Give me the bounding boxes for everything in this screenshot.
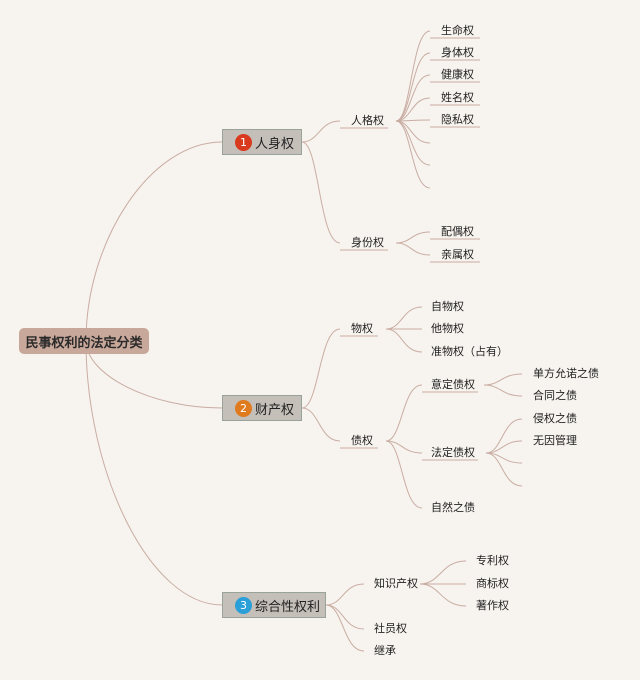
node-claim-rights[interactable]: 债权 bbox=[351, 434, 373, 447]
node-real-rights[interactable]: 物权 bbox=[351, 322, 373, 335]
connector-personality-child bbox=[395, 74, 431, 122]
connector-personality-child bbox=[395, 52, 431, 122]
connector-personality-child bbox=[395, 97, 431, 122]
node-membership-right[interactable]: 社员权 bbox=[374, 622, 407, 635]
number-badge-2: 2 bbox=[235, 399, 252, 417]
connector-to-real bbox=[301, 328, 341, 409]
node-right-to-body[interactable]: 身体权 bbox=[441, 46, 474, 59]
connector-root-to-personal bbox=[85, 141, 223, 342]
node-inheritance[interactable]: 继承 bbox=[374, 644, 396, 657]
category-personal-rights[interactable]: 1 人身权 bbox=[222, 129, 302, 155]
node-limited-real-rights[interactable]: 他物权 bbox=[431, 322, 464, 335]
connector-ip-child bbox=[419, 583, 467, 607]
connector-to-inheritance bbox=[325, 604, 365, 652]
connector-root-to-composite bbox=[85, 340, 223, 606]
node-right-to-name[interactable]: 姓名权 bbox=[441, 91, 474, 104]
category-label: 财产权 bbox=[255, 402, 295, 418]
node-copyright[interactable]: 著作权 bbox=[476, 599, 509, 612]
connector-to-agreed bbox=[385, 384, 423, 442]
category-label: 人身权 bbox=[255, 136, 295, 152]
node-natural-obligation[interactable]: 自然之债 bbox=[431, 501, 475, 514]
category-property-rights[interactable]: 2 财产权 bbox=[222, 395, 302, 421]
connector-personality-child bbox=[395, 30, 431, 122]
category-label: 综合性权利 bbox=[255, 599, 321, 615]
connector-to-claim bbox=[301, 407, 341, 442]
node-tort-claim[interactable]: 侵权之债 bbox=[533, 412, 577, 425]
connector-statutory-child bbox=[485, 440, 523, 454]
connector-agreed-child bbox=[483, 373, 523, 386]
node-right-to-privacy[interactable]: 隐私权 bbox=[441, 113, 474, 126]
connector-real-child bbox=[385, 306, 423, 330]
node-spousal-right[interactable]: 配偶权 bbox=[441, 225, 474, 238]
connector-to-natural bbox=[385, 440, 423, 509]
category-composite-rights[interactable]: 3 综合性权利 bbox=[222, 592, 326, 618]
node-patent-right[interactable]: 专利权 bbox=[476, 554, 509, 567]
node-trademark-right[interactable]: 商标权 bbox=[476, 577, 509, 590]
connector-to-membership bbox=[325, 604, 365, 630]
connector-real-child bbox=[385, 328, 423, 353]
number-badge-3: 3 bbox=[235, 596, 252, 614]
connector-to-statutory bbox=[385, 440, 423, 454]
connector-to-personality bbox=[301, 120, 341, 143]
node-unilateral-promise[interactable]: 单方允诺之债 bbox=[533, 367, 599, 380]
node-ownership[interactable]: 自物权 bbox=[431, 300, 464, 313]
connector-statutory-child bbox=[485, 418, 523, 454]
connector-identity-child bbox=[395, 242, 431, 256]
node-contract-claim[interactable]: 合同之债 bbox=[533, 389, 577, 402]
node-quasi-real-rights[interactable]: 准物权（占有） bbox=[431, 345, 508, 358]
connector-statutory-child bbox=[485, 452, 523, 487]
connector-to-identity bbox=[301, 141, 341, 244]
node-statutory-claims[interactable]: 法定债权 bbox=[431, 446, 475, 459]
node-intellectual-property[interactable]: 知识产权 bbox=[374, 577, 418, 590]
connector-to-ip bbox=[325, 583, 365, 606]
connector-ip-child bbox=[419, 560, 467, 585]
node-right-to-health[interactable]: 健康权 bbox=[441, 68, 474, 81]
node-right-to-life[interactable]: 生命权 bbox=[441, 24, 474, 37]
root-label: 民事权利的法定分类 bbox=[25, 335, 143, 351]
node-identity-rights[interactable]: 身份权 bbox=[351, 236, 384, 249]
node-kinship-right[interactable]: 亲属权 bbox=[441, 248, 474, 261]
node-negotiorum-gestio[interactable]: 无因管理 bbox=[533, 434, 577, 447]
root-node[interactable]: 民事权利的法定分类 bbox=[19, 328, 149, 354]
node-personality-rights[interactable]: 人格权 bbox=[351, 114, 384, 127]
connector-agreed-child bbox=[483, 384, 523, 397]
number-badge-1: 1 bbox=[235, 133, 252, 151]
connector-personality-child bbox=[395, 120, 431, 189]
node-agreed-claims[interactable]: 意定债权 bbox=[431, 378, 475, 391]
connector-identity-child bbox=[395, 231, 431, 244]
